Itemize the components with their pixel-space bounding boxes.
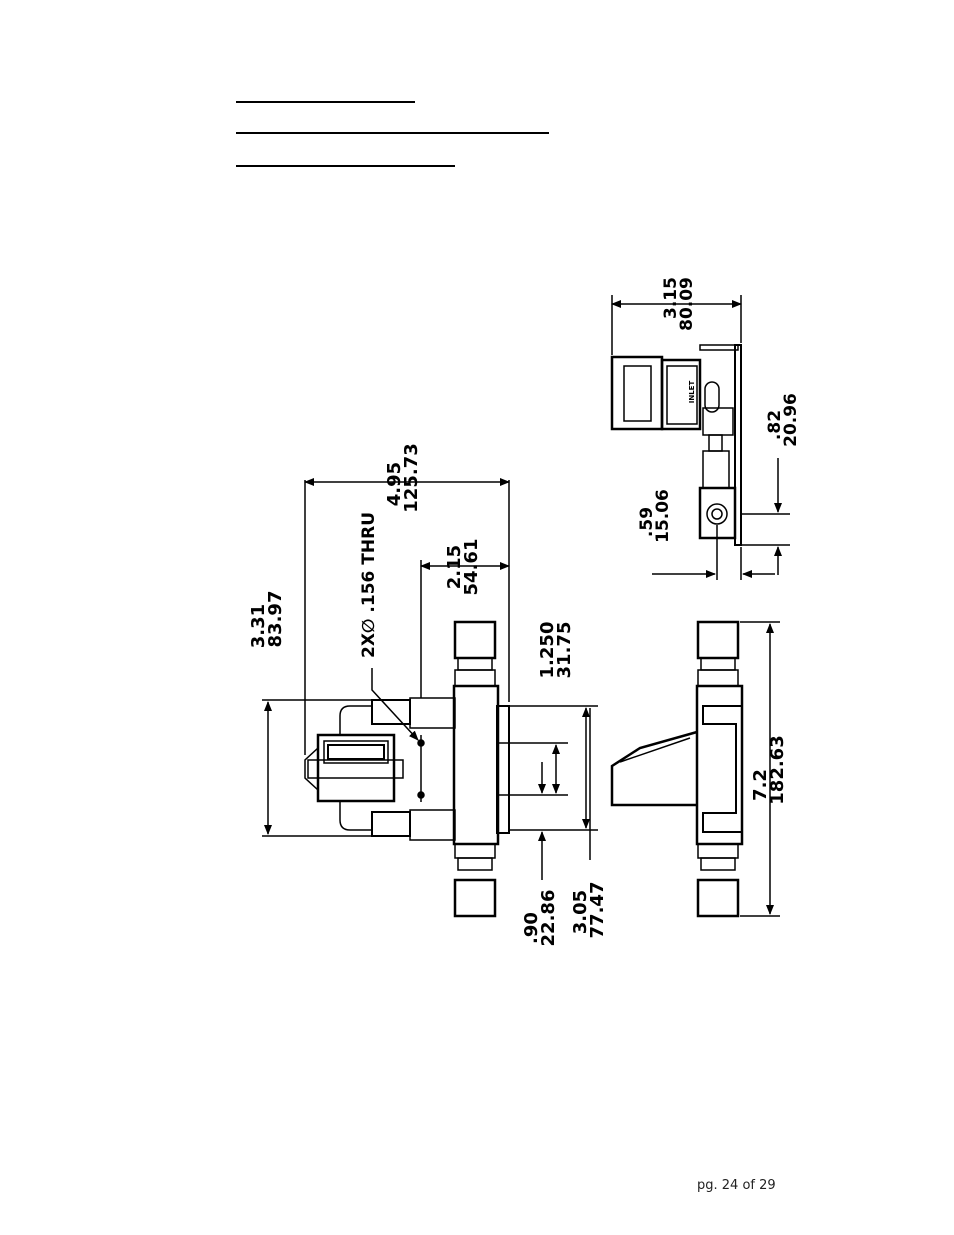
dim-0-59-mm: 15.06	[653, 489, 673, 543]
dim-7-2-mm: 182.63	[767, 735, 788, 804]
dim-3-15: 3.15	[661, 277, 681, 319]
front-view	[610, 620, 744, 918]
dim-3-05-mm: 77.47	[587, 882, 608, 939]
header-line-3	[236, 165, 455, 167]
dim-3-31: 3.31	[248, 604, 269, 648]
dim-0-59: .59	[637, 507, 657, 537]
dim-7-2: 7.2	[750, 769, 771, 801]
dim-3-15-mm: 80.09	[677, 277, 697, 331]
page-number: pg. 24 of 29	[697, 1178, 776, 1193]
dim-4-95: 4.95	[384, 462, 405, 506]
dim-1-250-mm: 31.75	[554, 622, 575, 679]
dim-4-95-mm: 125.73	[401, 443, 422, 512]
hole-callout: 2X∅ .156 THRU	[359, 512, 379, 658]
dim-0-90: .90	[521, 912, 542, 944]
technical-drawing: INLET 3.15 80.09 .82 20.96 .59 15.06	[240, 250, 801, 962]
dim-0-82: .82	[765, 410, 785, 440]
dim-2-15-mm: 54.61	[461, 539, 482, 596]
dim-3-05: 3.05	[570, 890, 591, 934]
top-view	[304, 620, 510, 918]
dim-1-250: 1.250	[537, 622, 558, 679]
header-line-1	[236, 101, 415, 103]
inlet-label: INLET	[688, 381, 696, 404]
dim-3-31-mm: 83.97	[265, 591, 286, 648]
side-view: INLET	[610, 344, 742, 546]
dim-0-82-mm: 20.96	[781, 393, 800, 447]
dim-2-15: 2.15	[444, 545, 465, 589]
dim-0-90-mm: 22.86	[538, 890, 559, 947]
header-line-2	[236, 132, 549, 134]
